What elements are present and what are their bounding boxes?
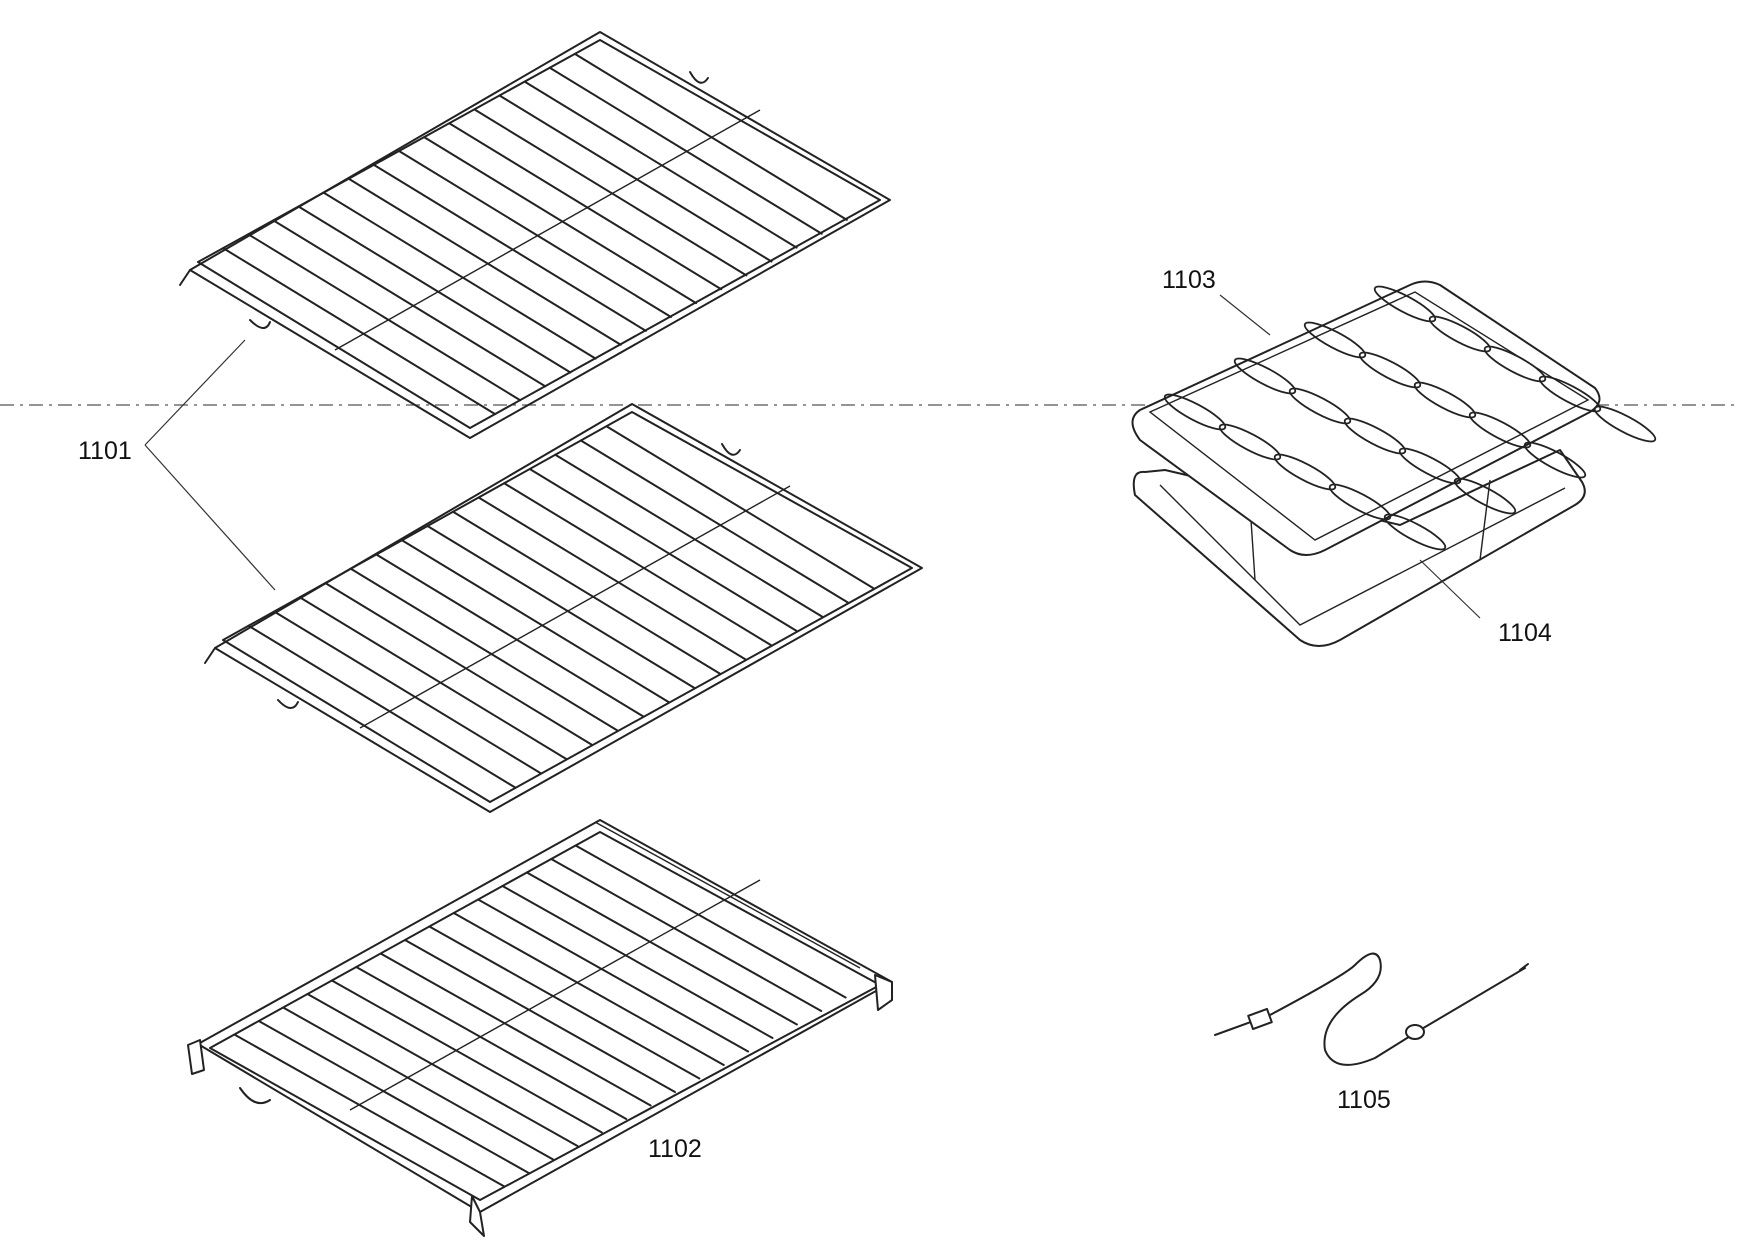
- rack-bar: [355, 966, 628, 1120]
- rack-bar: [233, 1033, 506, 1188]
- rack-bar: [452, 912, 725, 1066]
- grid-slot: [1273, 453, 1337, 491]
- rack-bar: [247, 233, 522, 402]
- rack-bar: [528, 468, 798, 632]
- grid-slot: [1328, 483, 1392, 521]
- rack-bar: [448, 122, 723, 291]
- rack-bar: [322, 191, 597, 360]
- rack-bar: [426, 525, 696, 689]
- rack-bar: [273, 610, 543, 775]
- grid-slot: [1398, 447, 1462, 485]
- rack-bar: [347, 177, 622, 346]
- grid-slot: [1373, 285, 1437, 323]
- rack-bar: [272, 219, 547, 388]
- rack-bar: [423, 136, 698, 305]
- rack-bar: [297, 205, 572, 374]
- rack-bar: [404, 939, 676, 1093]
- grid-slot: [1468, 411, 1532, 449]
- label-broil-grid: 1103: [1162, 266, 1216, 294]
- rack-bar: [428, 925, 701, 1080]
- rack-bar: [247, 624, 517, 789]
- rack-bar: [550, 858, 823, 1012]
- broil-grid: [1131, 280, 1601, 556]
- broil-grid-slots: [1163, 285, 1657, 551]
- rack-bar: [306, 993, 579, 1147]
- rack-bar: [222, 247, 497, 416]
- rack-bar: [548, 66, 823, 235]
- grid-slot: [1343, 417, 1407, 455]
- grid-slot: [1383, 513, 1447, 551]
- rack-bar: [579, 439, 849, 604]
- rack-bar: [503, 482, 773, 647]
- rack-bar: [298, 596, 568, 761]
- grid-slot: [1218, 423, 1282, 461]
- grid-slot: [1538, 375, 1602, 413]
- grid-slot: [1593, 405, 1657, 443]
- rack-bar: [574, 844, 847, 999]
- rack-bar: [473, 108, 748, 277]
- rack-lower-bars: [247, 425, 875, 789]
- rack-bar: [372, 163, 647, 332]
- meat-probe: [1214, 952, 1529, 1066]
- rack-bar: [525, 871, 798, 1026]
- grid-slot: [1358, 351, 1422, 389]
- rack-bar: [257, 1020, 530, 1174]
- broil-pan-assembly: [1131, 280, 1657, 647]
- rack-bar: [349, 567, 619, 732]
- label-sliding-rack: 1102: [648, 1135, 702, 1163]
- rack-bar: [573, 52, 848, 221]
- grid-slot: [1483, 345, 1547, 383]
- rack-bar: [282, 1006, 555, 1161]
- grid-slot: [1163, 393, 1227, 431]
- rack-bar: [554, 453, 824, 618]
- rack-bar: [498, 94, 773, 263]
- sliding-rack: [187, 819, 893, 1237]
- rack-bar: [523, 80, 798, 249]
- rack-bar: [379, 952, 652, 1107]
- rack-bar: [477, 898, 750, 1053]
- sliding-rack-bars: [233, 844, 847, 1188]
- rack-bar: [324, 582, 594, 746]
- oven-rack-lower: [204, 403, 923, 813]
- rack-bar: [605, 425, 875, 590]
- label-meat-probe: 1105: [1337, 1086, 1391, 1114]
- grid-slot: [1303, 321, 1367, 359]
- label-rack: 1101: [78, 437, 132, 465]
- rack-bar: [477, 496, 747, 661]
- grid-slot: [1428, 315, 1492, 353]
- grid-slot: [1288, 387, 1352, 425]
- grid-slot: [1413, 381, 1477, 419]
- rack-bar: [375, 553, 645, 718]
- rack-bar: [452, 510, 722, 675]
- grid-slot: [1233, 357, 1297, 395]
- rack-bar: [400, 539, 670, 704]
- rack-bar: [501, 885, 774, 1039]
- label-broil-pan: 1104: [1498, 619, 1552, 647]
- grid-slot: [1523, 441, 1587, 479]
- rack-upper-bars: [222, 52, 848, 416]
- grid-slot: [1453, 477, 1517, 515]
- leader-lines: [144, 294, 1481, 619]
- rack-bar: [330, 979, 603, 1134]
- oven-rack-upper: [179, 31, 891, 439]
- rack-bar: [398, 150, 672, 318]
